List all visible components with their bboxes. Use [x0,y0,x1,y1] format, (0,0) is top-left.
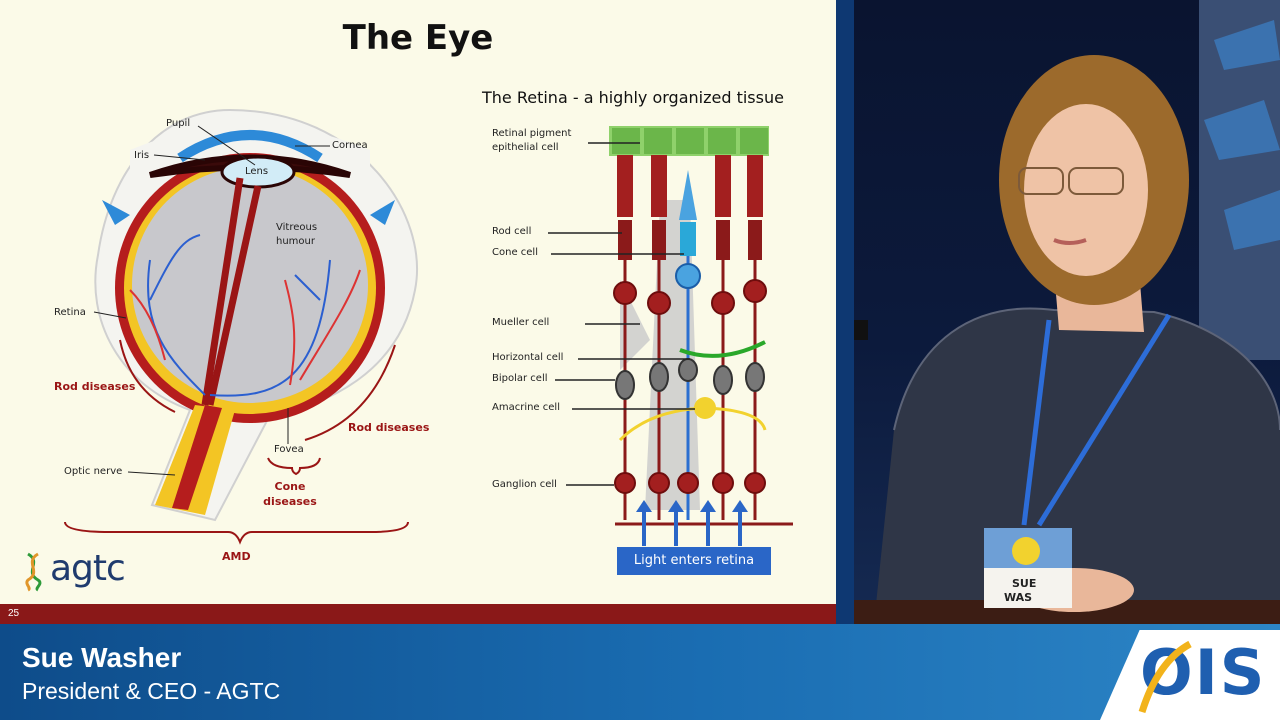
label-cornea: Cornea [332,140,368,151]
slide-page-number: 25 [8,608,20,619]
ois-swoosh-icon [1138,640,1192,714]
label-mueller-cell: Mueller cell [492,317,550,328]
slide-title: The Eye [342,18,494,58]
speaker-name: Sue Washer [22,642,182,673]
light-enters-retina-label: Light enters retina [617,547,771,575]
eye-diagram [64,108,418,545]
label-amd: AMD [222,550,251,563]
frame-divider [836,0,854,624]
label-optic-nerve: Optic nerve [64,466,123,477]
retina-diagram [548,126,793,546]
speaker-video: SUE WAS [854,0,1280,624]
label-pupil: Pupil [166,118,191,129]
label-lens: Lens [245,166,269,177]
label-rpe-2: epithelial cell [492,142,559,153]
label-amacrine-cell: Amacrine cell [492,402,560,413]
label-retina: Retina [54,307,86,318]
speaker-figure [854,0,1280,624]
label-fovea: Fovea [274,444,304,455]
speaker-title: President & CEO - AGTC [22,678,281,704]
label-iris: Iris [134,150,150,161]
badge-line2: WAS [1004,591,1033,604]
presentation-slide: The Eye [0,0,836,624]
slide-footer-bar [0,604,836,624]
label-rod-diseases-left: Rod diseases [54,380,136,393]
label-bipolar-cell: Bipolar cell [492,373,548,384]
label-rpe-1: Retinal pigment [492,128,572,139]
agtc-dna-icon [25,552,42,592]
label-horizontal-cell: Horizontal cell [492,352,564,363]
label-rod-diseases-right: Rod diseases [348,421,430,434]
label-cone-diseases-1: Cone [274,480,306,493]
label-ganglion-cell: Ganglion cell [492,479,557,490]
label-cone-cell: Cone cell [492,247,538,258]
label-vitreous-1: Vitreous [276,222,318,233]
label-vitreous-2: humour [276,236,315,247]
label-rod-cell: Rod cell [492,226,532,237]
badge-line1: SUE [1012,577,1037,590]
label-cone-diseases-2: diseases [263,495,317,508]
lower-third-banner [0,624,1280,720]
retina-title: The Retina - a highly organized tissue [482,88,784,107]
agtc-logo-text: agtc [50,548,126,589]
